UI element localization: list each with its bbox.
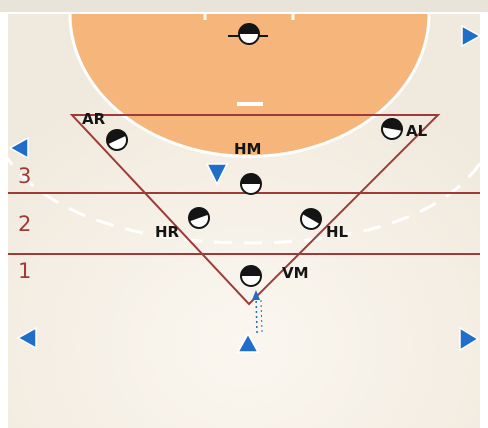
marker-center-down-triangle-icon	[205, 163, 229, 186]
zone-number-2: 2	[18, 212, 31, 236]
movement-dotted-arrow-icon	[252, 290, 263, 334]
label-hm: HM	[234, 140, 261, 158]
label-vm: VM	[282, 264, 309, 282]
player-hr-half-filled-circle-icon	[188, 207, 210, 229]
label-hl: HL	[326, 223, 349, 241]
free-throw-line	[8, 156, 480, 245]
player-vm-half-filled-circle-icon	[240, 265, 262, 287]
player-hl-half-filled-circle-icon	[300, 208, 322, 230]
marker-top-right-triangle-icon	[461, 24, 482, 48]
zone-number-1: 1	[18, 259, 31, 283]
marker-right-lower-triangle-icon	[459, 326, 480, 352]
label-ar: AR	[82, 110, 106, 128]
player-al-half-filled-circle-icon	[381, 118, 403, 140]
goal-area-line	[68, 14, 431, 158]
zone-number-3: 3	[18, 164, 31, 188]
goal-area	[70, 14, 429, 157]
player-ar-half-filled-circle-icon	[106, 129, 128, 151]
defense-triangle	[69, 114, 441, 306]
label-hr: HR	[155, 223, 180, 241]
marker-left-upper-triangle-icon	[8, 136, 29, 160]
player-hm-half-filled-circle-icon	[240, 173, 262, 195]
marker-left-lower-triangle-icon	[16, 326, 37, 350]
label-al: AL	[406, 122, 428, 140]
court-top-border	[0, 0, 488, 12]
goalkeeper	[228, 23, 268, 45]
marker-bottom-up-triangle-icon	[236, 332, 260, 353]
